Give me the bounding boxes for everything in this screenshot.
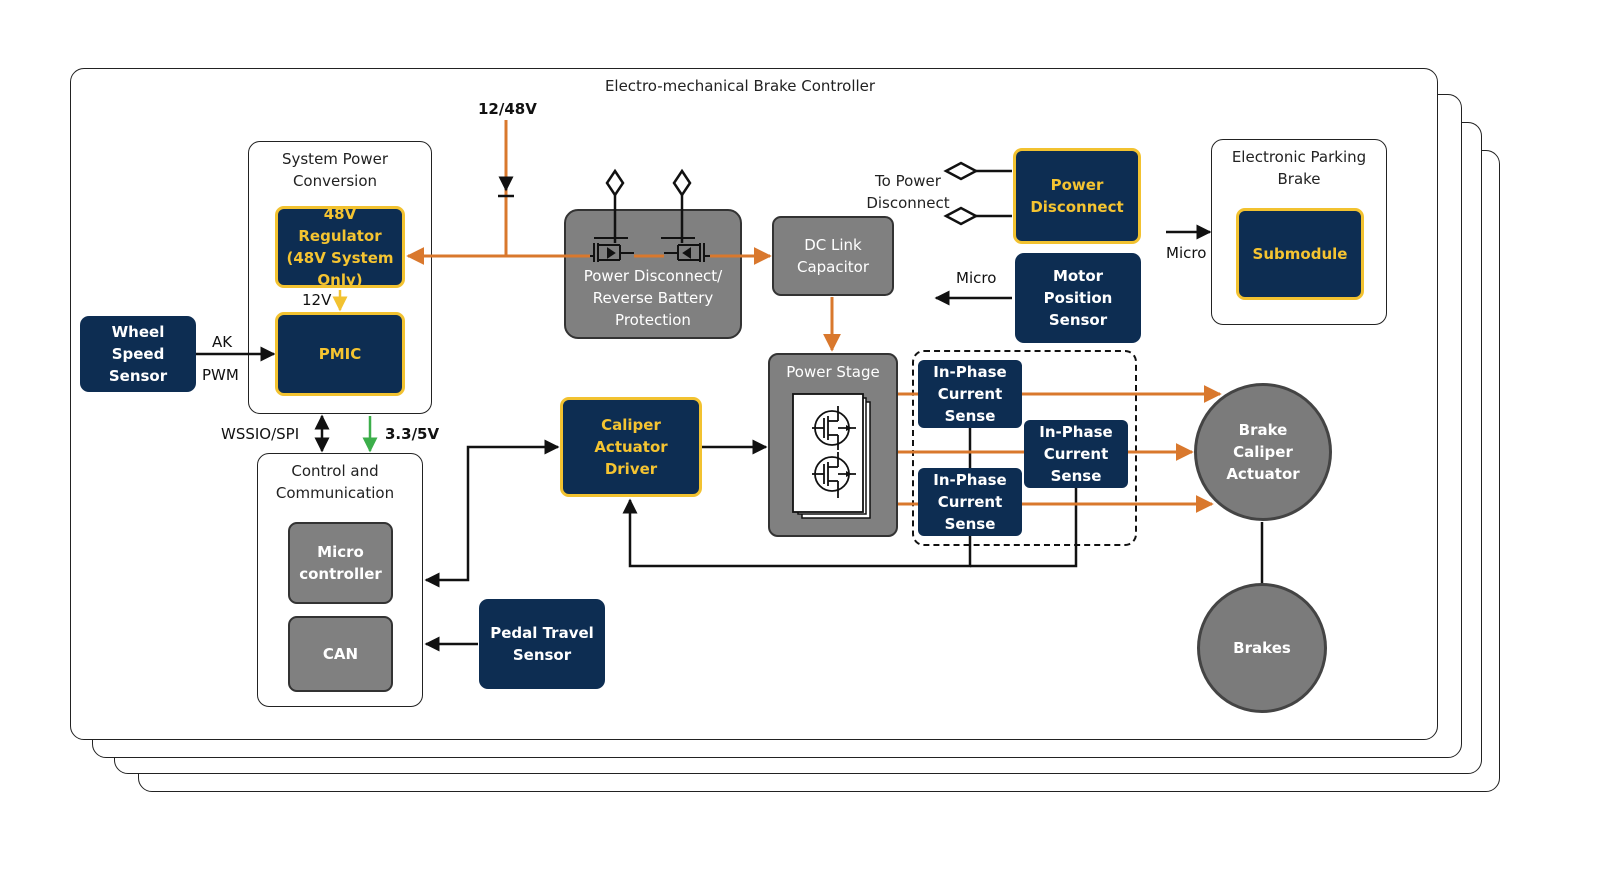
power-stage-label: Power Stage <box>786 363 880 381</box>
current-sense-block-3: In-Phase Current Sense <box>918 468 1022 536</box>
48v-regulator-block: 48V Regulator (48V System Only) <box>275 205 405 289</box>
caliper-actuator-driver-block: Caliper Actuator Driver <box>560 397 702 497</box>
micro-label-motor: Micro <box>956 269 997 287</box>
power-disconnect-block: Power Disconnect <box>1013 148 1141 244</box>
power-disconnect-reverse-battery-label: Power Disconnect/ Reverse Battery Protec… <box>583 267 723 329</box>
epb-title: Electronic Parking Brake <box>1231 148 1367 188</box>
supply-12-48v-label: 12/48V <box>478 100 537 118</box>
pmic-block: PMIC <box>275 312 405 396</box>
system-power-title: System Power Conversion <box>281 150 389 190</box>
to-power-disconnect-label: To Power Disconnect <box>866 172 950 212</box>
micro-label-epb: Micro <box>1166 244 1207 262</box>
dc-link-capacitor-block: DC Link Capacitor <box>772 216 894 296</box>
current-sense-group <box>912 350 1137 546</box>
brakes-circle: Brakes <box>1197 583 1327 713</box>
wheel-speed-sensor-block: Wheel Speed Sensor <box>80 316 196 392</box>
power-disconnect-reverse-battery-block: Power Disconnect/ Reverse Battery Protec… <box>564 209 742 339</box>
microcontroller-block: Micro controller <box>288 522 393 604</box>
ak-label: AK <box>212 333 233 351</box>
diagram-title: Electro-mechanical Brake Controller <box>604 77 876 95</box>
pedal-travel-sensor-block: Pedal Travel Sensor <box>479 599 605 689</box>
submodule-block: Submodule <box>1236 208 1364 300</box>
mosfet-pair-icon <box>564 168 742 262</box>
power-stage-transistor-icon <box>792 393 871 519</box>
wssio-spi-label: WSSIO/SPI <box>221 425 300 443</box>
current-sense-block-2: In-Phase Current Sense <box>1024 420 1128 488</box>
brake-caliper-actuator-circle: Brake Caliper Actuator <box>1194 383 1332 521</box>
current-sense-block-1: In-Phase Current Sense <box>918 360 1022 428</box>
12v-label: 12V <box>302 291 332 309</box>
pwm-label: PWM <box>202 366 239 384</box>
motor-position-sensor-block: Motor Position Sensor <box>1015 253 1141 343</box>
can-block: CAN <box>288 616 393 692</box>
control-title: Control and Communication <box>275 462 395 502</box>
3v3-5v-label: 3.3/5V <box>385 425 440 443</box>
